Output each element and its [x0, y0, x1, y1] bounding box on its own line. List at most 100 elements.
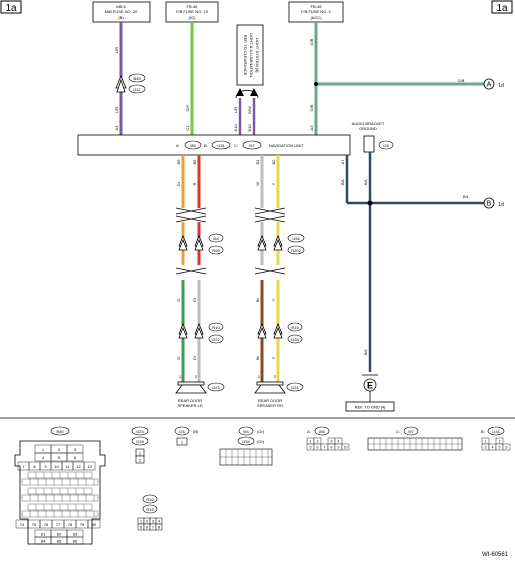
svg-text:i154: i154 [242, 439, 250, 444]
svg-text:1d: 1d [498, 83, 504, 89]
legend-r10-r15: R10 R15 1 2 3 4 5 6 7 8 [137, 494, 163, 531]
svg-text:76: 76 [44, 522, 49, 527]
svg-text:LIGHT SYSTEM [4]: LIGHT SYSTEM [4] [255, 38, 260, 73]
wire-label: B/L [340, 178, 345, 185]
svg-text:6: 6 [317, 446, 319, 450]
svg-text:9: 9 [44, 464, 47, 469]
legend-i85: A: i85 1 2 3 4 5 6 7 8 9 10 [306, 426, 350, 451]
svg-text:4: 4 [158, 519, 161, 524]
svg-text:REAR DOOR: REAR DOOR [178, 398, 202, 403]
wire-label: G/B [309, 38, 314, 45]
svg-text:8: 8 [158, 525, 161, 530]
pin-label: B6 [176, 159, 181, 165]
connector-pin-icon [257, 322, 283, 339]
pin-label: A7 [340, 159, 345, 165]
legend-b45: B45 1 2 3 4 5 6 7 8 9 10 11 12 [14, 426, 106, 545]
svg-text:A:: A: [176, 143, 180, 148]
wire-label: L/R [114, 47, 119, 53]
svg-text:1d: 1d [498, 202, 504, 208]
svg-text:R99: R99 [212, 248, 220, 253]
svg-text:5: 5 [310, 446, 312, 450]
svg-text:7: 7 [324, 446, 326, 450]
fuse-box-fb48: FB-48 F/B FUSE NO. 4 (ACC) [288, 1, 344, 23]
svg-text:5: 5 [58, 455, 61, 460]
pin-label: A10 [233, 124, 238, 132]
svg-text:E: E [367, 381, 373, 391]
svg-text:B45: B45 [56, 429, 64, 434]
legend-i97: C: i97 [367, 426, 463, 451]
svg-text:REF. TO GND [4]: REF. TO GND [4] [355, 405, 386, 410]
svg-text:D23: D23 [212, 385, 220, 390]
svg-text:4: 4 [492, 446, 494, 450]
svg-text:FB-46: FB-46 [187, 4, 199, 9]
pin-label: B10 [247, 124, 252, 132]
pin-label: A4 [114, 125, 119, 131]
svg-text:1: 1 [181, 440, 184, 445]
svg-text:(B): (B) [118, 15, 124, 20]
svg-text:R202: R202 [291, 248, 301, 253]
svg-text:9: 9 [338, 446, 340, 450]
audio-bracket-ground: AUDIO BRACKET GROUND i26 [352, 121, 394, 153]
wire-label: L/R [233, 107, 238, 113]
connector-pin-icon [115, 74, 127, 93]
pin-label: A3 [309, 125, 314, 131]
svg-text:A: A [487, 82, 492, 89]
svg-text:(Gr): (Gr) [257, 429, 265, 434]
svg-text:13: 13 [87, 464, 92, 469]
svg-text:B45: B45 [133, 76, 141, 81]
wire-label: W [255, 182, 260, 186]
svg-text:i54: i54 [213, 236, 219, 241]
ground-icon: E REF. TO GND [4] [345, 374, 395, 412]
connector-r10-label: R10 D22 [208, 322, 224, 344]
page-tag-right: 1a [491, 0, 513, 14]
svg-text:D28: D28 [136, 439, 144, 444]
svg-text:6: 6 [506, 446, 508, 450]
svg-text:NAVIGATION UNIT: NAVIGATION UNIT [269, 143, 304, 148]
svg-text:SPEAKER RH: SPEAKER RH [257, 403, 283, 408]
svg-text:81: 81 [41, 532, 46, 537]
svg-text:7: 7 [152, 525, 155, 530]
pin-label: B1 [255, 159, 260, 165]
page-tag-left: 1a [0, 0, 22, 14]
ref-clearance-box: REF. TO CLEARANCE LIGHT & ILLUMINATION L… [236, 24, 264, 86]
svg-text:8: 8 [33, 464, 36, 469]
svg-text:D22: D22 [212, 337, 220, 342]
svg-text:i26: i26 [383, 143, 389, 148]
svg-text:79: 79 [80, 522, 85, 527]
svg-text:AUDIO BRACKET: AUDIO BRACKET [352, 121, 385, 126]
wire-label: B/L [463, 194, 470, 199]
wire-label: B/L [363, 348, 368, 355]
svg-text:77: 77 [56, 522, 61, 527]
svg-text:2: 2 [58, 447, 61, 452]
svg-text:i97: i97 [408, 429, 414, 434]
svg-text:R15: R15 [146, 507, 154, 512]
svg-text:i85: i85 [190, 143, 196, 148]
svg-text:3: 3 [485, 446, 487, 450]
svg-text:1: 1 [42, 447, 45, 452]
connector-i54-label: i54 R99 [208, 233, 224, 255]
svg-text:3: 3 [331, 440, 333, 444]
svg-text:i54: i54 [243, 429, 249, 434]
pin-label: C1 [185, 125, 190, 131]
wire-label: G [176, 356, 181, 359]
wire-label: G/B [458, 78, 465, 83]
svg-text:1: 1 [310, 440, 312, 444]
svg-text:83: 83 [73, 532, 78, 537]
svg-text:i131: i131 [217, 143, 225, 148]
legend-i131: B: i131 1 2 3 4 5 6 [481, 426, 511, 451]
svg-text:R10: R10 [146, 497, 154, 502]
svg-text:R10: R10 [212, 325, 220, 330]
wire-bl-ground [345, 152, 484, 372]
wire-label: G [176, 298, 181, 301]
connector-pin-icon [178, 234, 204, 251]
svg-text:LIGHT & ILLUMINATION: LIGHT & ILLUMINATION [249, 33, 254, 77]
svg-text:86: 86 [73, 539, 78, 544]
b45-dense-pin-rows [21, 471, 99, 518]
svg-text:SPEAKER LH: SPEAKER LH [177, 403, 202, 408]
svg-text:2: 2 [317, 440, 319, 444]
svg-text:74: 74 [20, 522, 25, 527]
svg-text:i97: i97 [249, 143, 255, 148]
svg-text:3: 3 [152, 519, 155, 524]
svg-text:78: 78 [68, 522, 73, 527]
